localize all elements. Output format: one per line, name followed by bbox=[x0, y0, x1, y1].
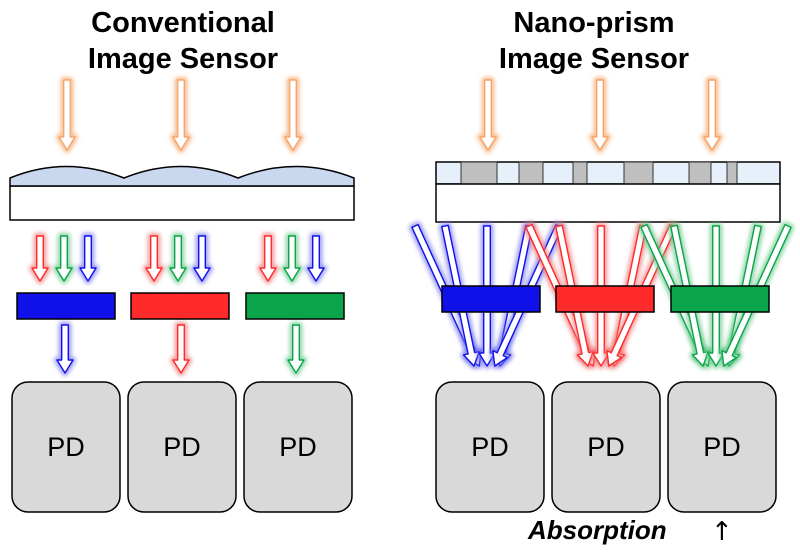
green-light-arrow bbox=[53, 233, 75, 284]
nano-prism-blocks bbox=[460, 161, 738, 185]
photodiodes: PD PD PD PD PD PD bbox=[11, 381, 777, 513]
prism-substrate bbox=[435, 183, 781, 223]
incident-light-arrow bbox=[56, 77, 78, 153]
absorption-label: Absorption bbox=[527, 515, 667, 545]
red-light-arrow bbox=[257, 233, 279, 284]
up-arrow-icon: ↑ bbox=[711, 517, 733, 547]
blue-light-arrow bbox=[77, 233, 99, 284]
incident-light-arrow bbox=[477, 77, 499, 153]
nano-prism-block bbox=[623, 161, 654, 185]
photodiode-label: PD bbox=[471, 432, 509, 462]
left-title-line1: Conventional bbox=[91, 7, 275, 39]
blue-light-arrow bbox=[305, 233, 327, 284]
nano-prism-array bbox=[435, 161, 781, 223]
right-title-line2: Image Sensor bbox=[499, 43, 689, 75]
left-title-line2: Image Sensor bbox=[88, 43, 278, 75]
red-light-arrow bbox=[29, 233, 51, 284]
blue-filtered-arrow bbox=[54, 322, 76, 376]
color-filters bbox=[16, 285, 770, 320]
photodiode-label: PD bbox=[47, 432, 85, 462]
photodiode: PD bbox=[435, 381, 545, 513]
photodiode: PD bbox=[243, 381, 353, 513]
green-light-arrow bbox=[167, 233, 189, 284]
photodiode: PD bbox=[667, 381, 777, 513]
nano-prism-block bbox=[460, 161, 498, 185]
blue-color-filter bbox=[16, 292, 116, 320]
red-light-arrow bbox=[143, 233, 165, 284]
blue-color-filter bbox=[441, 285, 541, 313]
incident-light-arrow bbox=[170, 77, 192, 153]
photodiode: PD bbox=[551, 381, 661, 513]
nano-prism-block bbox=[518, 161, 544, 185]
nano-prism-block bbox=[688, 161, 712, 185]
nano-prism-block bbox=[726, 161, 738, 185]
blue-light-arrow bbox=[191, 233, 213, 284]
nano-prism-block bbox=[572, 161, 588, 185]
red-color-filter bbox=[130, 292, 230, 320]
photodiode: PD bbox=[127, 381, 237, 513]
green-color-filter bbox=[670, 285, 770, 313]
green-light-arrow bbox=[281, 233, 303, 284]
right-title-line1: Nano-prism bbox=[513, 7, 674, 39]
microlens-lenses bbox=[9, 165, 355, 187]
incident-light-arrow bbox=[701, 77, 723, 153]
photodiode: PD bbox=[11, 381, 121, 513]
microlens-substrate bbox=[9, 185, 355, 221]
red-filtered-arrow bbox=[170, 322, 192, 376]
photodiode-label: PD bbox=[163, 432, 201, 462]
photodiode-label: PD bbox=[279, 432, 317, 462]
incident-light-arrow bbox=[282, 77, 304, 153]
microlens-array bbox=[9, 165, 355, 221]
green-color-filter bbox=[245, 292, 345, 320]
green-filtered-arrow bbox=[285, 322, 307, 376]
photodiode-label: PD bbox=[587, 432, 625, 462]
incident-light-arrow bbox=[589, 77, 611, 153]
red-color-filter bbox=[555, 285, 655, 313]
light-arrows bbox=[29, 77, 794, 376]
photodiode-label: PD bbox=[703, 432, 741, 462]
